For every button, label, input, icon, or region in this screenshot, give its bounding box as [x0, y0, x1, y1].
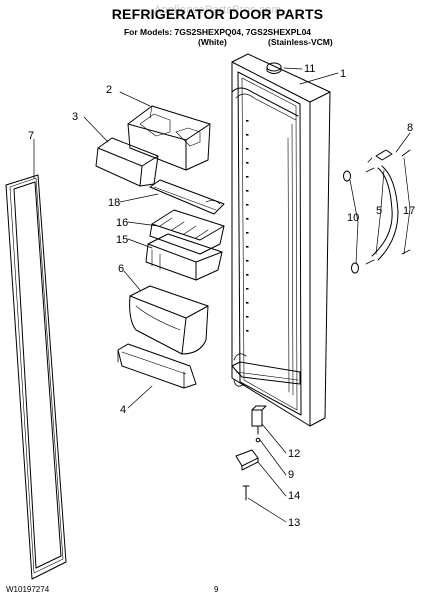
- callout-11: 11: [304, 63, 315, 75]
- shelf-retainer-part: [149, 209, 225, 255]
- callout-2: 2: [106, 84, 112, 96]
- footer-page-number: 9: [214, 585, 219, 594]
- callout-14: 14: [288, 490, 300, 502]
- callout-10: 10: [347, 212, 359, 224]
- callout-15: 15: [116, 234, 128, 246]
- callout-17: 17: [403, 205, 415, 217]
- door-bin-part: [129, 285, 209, 355]
- hinge-hardware-part: [343, 149, 411, 274]
- door-plug-part: [266, 62, 282, 74]
- callout-4: 4: [120, 404, 126, 416]
- callout-8: 8: [407, 122, 413, 134]
- lower-hinge-part: [235, 405, 267, 501]
- callout-7: 7: [28, 130, 34, 142]
- callout-leader-lines: [33, 67, 411, 523]
- lower-shelf-bar-part: [117, 343, 197, 389]
- callout-16: 16: [116, 217, 128, 229]
- trim-strip-part: [149, 179, 225, 215]
- upper-door-bin-part: [127, 105, 211, 171]
- callout-6: 6: [118, 263, 124, 275]
- door-gasket-part: [5, 174, 67, 580]
- callout-18: 18: [108, 197, 120, 209]
- models-line: For Models: 7GS2SHEXPQ04, 7GS2SHEXPL04: [123, 27, 312, 37]
- bin-cover-part: [95, 137, 159, 187]
- variant-white-label: (White): [198, 37, 227, 47]
- callout-3: 3: [72, 111, 78, 123]
- callout-12: 12: [288, 448, 300, 460]
- watermark-text: AppliancePartsPros.com: [153, 4, 282, 16]
- shelf-assembly-part: [145, 233, 223, 281]
- callout-1: 1: [340, 68, 346, 80]
- footer-part-number: W10197274: [6, 585, 50, 594]
- callout-9: 9: [288, 469, 294, 481]
- variant-stainless-label: (Stainless-VCM): [268, 37, 333, 47]
- page-title: REFRIGERATOR DOOR PARTS: [111, 6, 324, 22]
- refrigerator-door-part: [231, 53, 331, 427]
- callout-13: 13: [288, 517, 300, 529]
- callout-5: 5: [376, 205, 382, 217]
